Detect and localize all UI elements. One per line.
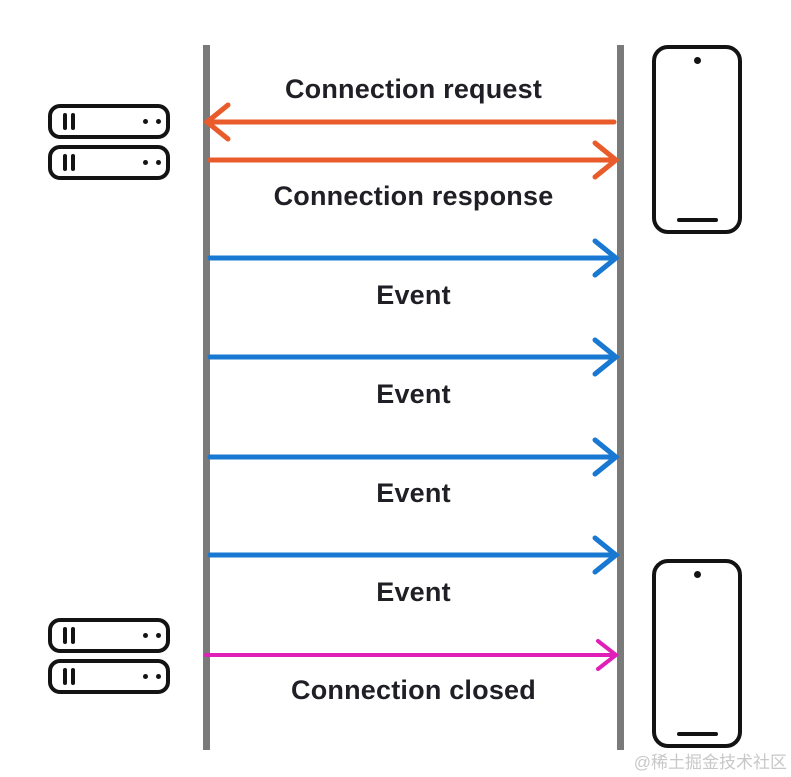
server-slot-bar [71,627,75,644]
camera-dot-icon [693,571,701,578]
arrow-event-3 [207,437,620,477]
arrow-connection-closed [204,639,620,671]
server-led-dot [156,633,161,638]
smartphone-icon [652,45,742,234]
server-slot-bar [63,668,67,685]
server-led-dot [143,160,148,165]
server-led-dot [156,674,161,679]
server-slot-bar [71,668,75,685]
message-label-connection-closed: Connection closed [291,675,536,705]
server-stack-icon [48,145,170,180]
message-label-event-3: Event [376,478,451,508]
arrow-connection-response [207,140,620,180]
smartphone-icon [652,559,742,748]
home-bar-icon [676,218,718,222]
message-label-event-1: Event [376,280,451,310]
server-slot-bar [63,627,67,644]
arrowhead-right [592,437,620,477]
server-stack-icon [48,618,170,653]
home-bar-icon [676,732,718,736]
arrowhead-left [203,102,231,142]
camera-dot-icon [693,57,701,64]
arrow-event-4 [207,535,620,575]
arrow-event-2 [207,337,620,377]
server-led-dot [143,119,148,124]
message-label-event-4: Event [376,577,451,607]
arrowhead-right [592,535,620,575]
arrowhead-right [592,238,620,278]
message-label-connection-response: Connection response [273,181,554,211]
arrow-connection-request [203,102,617,142]
message-label-connection-request: Connection request [284,74,543,104]
server-led-dot [156,160,161,165]
server-led-dot [143,674,148,679]
server-slot-bar [63,154,67,171]
server-led-dot [143,633,148,638]
watermark-text: @稀土掘金技术社区 [633,753,787,772]
server-stack-icon [48,659,170,694]
server-slot-bar [71,154,75,171]
server-led-dot [156,119,161,124]
server-stack-icon [48,104,170,139]
message-label-event-2: Event [376,379,451,409]
server-slot-bar [71,113,75,130]
arrowhead-right [596,639,620,671]
server-slot-bar [63,113,67,130]
arrowhead-right [592,337,620,377]
arrow-event-1 [207,238,620,278]
arrowhead-right [592,140,620,180]
